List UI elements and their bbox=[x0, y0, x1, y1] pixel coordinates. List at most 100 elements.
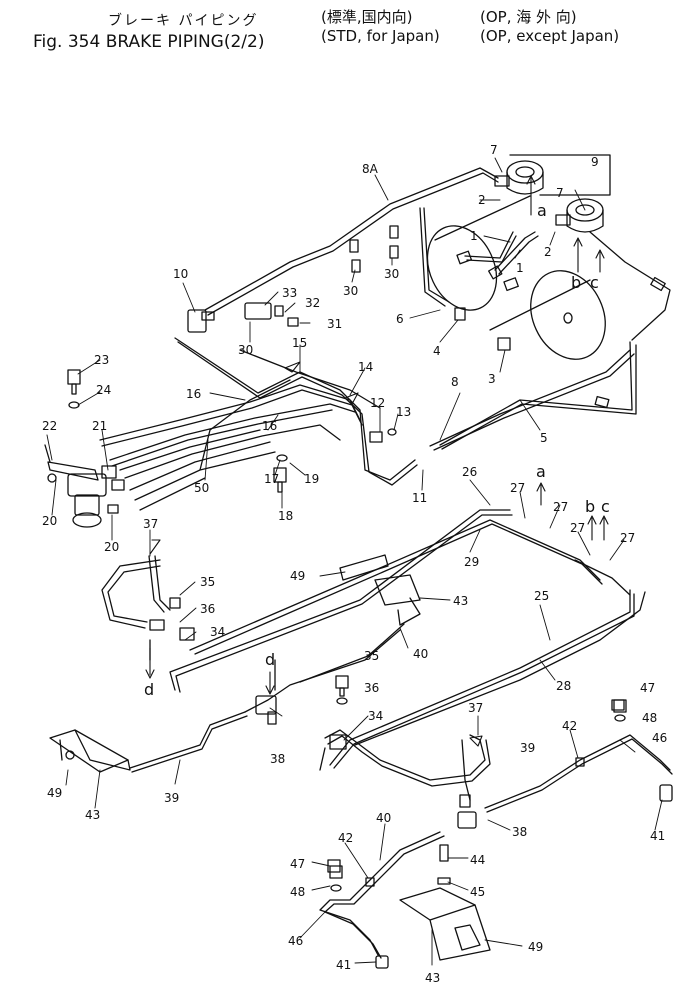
callout-37: 37 bbox=[468, 701, 483, 715]
letter-a: a bbox=[536, 462, 546, 481]
callout-17: 17 bbox=[264, 472, 279, 486]
callout-47: 47 bbox=[290, 857, 305, 871]
callout-13: 13 bbox=[396, 405, 411, 419]
callout-34: 34 bbox=[210, 625, 225, 639]
callout-41: 41 bbox=[650, 829, 665, 843]
callout-21: 21 bbox=[92, 419, 107, 433]
callout-35: 35 bbox=[200, 575, 215, 589]
pipes-39-40 bbox=[129, 623, 405, 773]
bracket-43-49-left bbox=[49, 729, 131, 773]
letter-d: d bbox=[144, 680, 154, 699]
callout-46: 46 bbox=[288, 934, 303, 948]
flow-arrows bbox=[145, 175, 609, 747]
callout-46: 46 bbox=[652, 731, 667, 745]
callout-2: 2 bbox=[478, 193, 486, 207]
callout-27: 27 bbox=[620, 531, 635, 545]
callout-48: 48 bbox=[642, 711, 657, 725]
figure-header: ブレーキ パイピング Fig. 354 BRAKE PIPING(2/2) (標… bbox=[0, 0, 684, 60]
variant-std-japanese: (標準,国内向) bbox=[321, 8, 413, 26]
callout-43: 43 bbox=[425, 971, 440, 985]
callout-15: 15 bbox=[292, 336, 307, 350]
letter-d: d bbox=[265, 650, 275, 669]
callout-2: 2 bbox=[544, 245, 552, 259]
right-lines-39-46 bbox=[457, 699, 673, 829]
callout-36: 36 bbox=[200, 602, 215, 616]
callout-40: 40 bbox=[376, 811, 391, 825]
variant-op-japanese: (OP, 海 外 向) bbox=[480, 8, 577, 26]
callout-41: 41 bbox=[336, 958, 351, 972]
callout-48: 48 bbox=[290, 885, 305, 899]
callout-19: 19 bbox=[304, 472, 319, 486]
callout-9: 9 bbox=[591, 155, 599, 169]
hose-loop-37-lower bbox=[319, 729, 491, 808]
callout-22: 22 bbox=[42, 419, 57, 433]
figure-title-japanese: ブレーキ パイピング bbox=[108, 13, 259, 29]
bracket-43-49-upper bbox=[339, 554, 421, 626]
callout-16: 16 bbox=[186, 387, 201, 401]
callout-28: 28 bbox=[556, 679, 571, 693]
bottom-lines-40-46 bbox=[319, 831, 451, 969]
letter-b: b bbox=[571, 273, 581, 292]
callout-18: 18 bbox=[278, 509, 293, 523]
relay-valves bbox=[494, 154, 611, 233]
callout-14: 14 bbox=[358, 360, 373, 374]
callout-20: 20 bbox=[104, 540, 119, 554]
callout-7: 7 bbox=[490, 143, 498, 157]
bolts bbox=[67, 369, 627, 892]
callout-labels: 8A 7 9 2 7 1 1 2 30 30 10 33 32 31 30 6 … bbox=[42, 143, 667, 985]
letter-c: c bbox=[601, 497, 610, 516]
callout-29: 29 bbox=[464, 555, 479, 569]
variant-op-label: (OP, 海 外 向) (OP, except Japan) bbox=[480, 8, 619, 46]
callout-38: 38 bbox=[270, 752, 285, 766]
callout-25: 25 bbox=[534, 589, 549, 603]
callout-33: 33 bbox=[282, 286, 297, 300]
callout-40: 40 bbox=[413, 647, 428, 661]
callout-36: 36 bbox=[364, 681, 379, 695]
callout-42: 42 bbox=[338, 831, 353, 845]
callout-12: 12 bbox=[370, 396, 385, 410]
callout-49: 49 bbox=[528, 940, 543, 954]
callout-3: 3 bbox=[488, 372, 496, 386]
callout-43: 43 bbox=[85, 808, 100, 822]
callout-34: 34 bbox=[368, 709, 383, 723]
hose-loop-37 bbox=[101, 555, 195, 661]
brake-valve-assembly bbox=[44, 444, 125, 528]
callout-47: 47 bbox=[640, 681, 655, 695]
callout-26: 26 bbox=[462, 465, 477, 479]
callout-5: 5 bbox=[540, 431, 548, 445]
variant-op-english: (OP, except Japan) bbox=[480, 27, 620, 45]
callout-4: 4 bbox=[433, 344, 441, 358]
callout-6: 6 bbox=[396, 312, 404, 326]
letter-c: c bbox=[590, 273, 599, 292]
callout-43: 43 bbox=[453, 594, 468, 608]
callout-50: 50 bbox=[194, 481, 209, 495]
callout-30: 30 bbox=[384, 267, 399, 281]
callout-49: 49 bbox=[290, 569, 305, 583]
callout-8: 8 bbox=[451, 375, 459, 389]
callout-42: 42 bbox=[562, 719, 577, 733]
callout-27: 27 bbox=[553, 500, 568, 514]
callout-32: 32 bbox=[305, 296, 320, 310]
bracket-43-49-bottom bbox=[399, 887, 491, 961]
callout-8a: 8A bbox=[362, 162, 379, 176]
callout-20: 20 bbox=[42, 514, 57, 528]
callout-30: 30 bbox=[238, 343, 253, 357]
valve-10-and-fittings bbox=[187, 225, 511, 351]
variant-std-label: (標準,国内向) (STD, for Japan) bbox=[321, 8, 440, 46]
callout-1: 1 bbox=[470, 229, 478, 243]
callout-39: 39 bbox=[164, 791, 179, 805]
callout-16: 16 bbox=[262, 419, 277, 433]
callout-35: 35 bbox=[364, 649, 379, 663]
pipe-5-and-8 bbox=[429, 231, 671, 451]
callout-37: 37 bbox=[143, 517, 158, 531]
callout-1: 1 bbox=[516, 261, 524, 275]
callout-30: 30 bbox=[343, 284, 358, 298]
lower-long-pipes bbox=[169, 509, 646, 769]
callout-38: 38 bbox=[512, 825, 527, 839]
callout-27: 27 bbox=[570, 521, 585, 535]
pipe-8a bbox=[204, 167, 499, 316]
figure-title: Fig. 354 BRAKE PIPING(2/2) bbox=[33, 32, 265, 52]
callout-7: 7 bbox=[556, 186, 564, 200]
callout-39: 39 bbox=[520, 741, 535, 755]
